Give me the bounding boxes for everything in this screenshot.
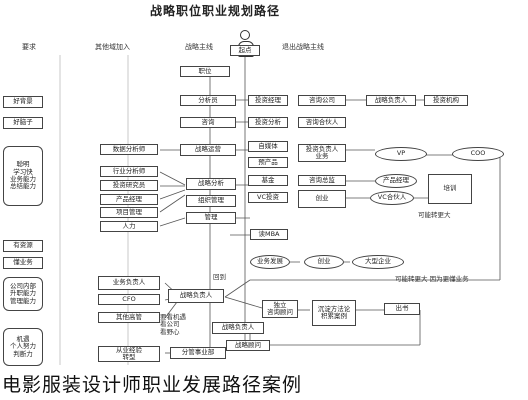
node-vp: VP [375, 147, 427, 161]
node-consult-director: 咨询总监 [298, 175, 346, 186]
req-opportunity: 机遇 个人努力 判断力 [3, 328, 43, 366]
node-vc-invest: VC投资 [248, 192, 288, 203]
column-header-strategy-main: 战略主线 [185, 43, 213, 51]
node-intern: 职位 [180, 66, 230, 77]
entry-biz-lead: 业务负责人 [98, 276, 160, 290]
node-strategy-consult: 战略顾问 [226, 340, 270, 351]
node-big-company: 大型企业 [352, 255, 404, 269]
node-indep-consult: 独立 咨询顾问 [262, 300, 298, 318]
node-consultant: 咨询 [180, 117, 236, 128]
node-consult-firm: 咨询公司 [298, 95, 346, 106]
node-self-media: 自媒体 [248, 141, 288, 152]
req-good-brain: 好脑子 [3, 117, 43, 129]
node-strategy-ops: 战略运营 [180, 144, 236, 156]
start-box: 起点 [230, 45, 260, 56]
node-startup: 创业 [304, 255, 344, 269]
entry-product-manager: 产品经理 [100, 194, 158, 205]
node-org-mgmt: 组织管理 [186, 195, 236, 207]
entry-cfo: CFO [98, 294, 160, 305]
node-head-invest: 投资负责人 业务 [298, 144, 346, 162]
node-consult-partner: 咨询合伙人 [298, 117, 346, 128]
req-resources: 有资源 [3, 240, 43, 252]
req-promotion: 公司内部 升职能力 管理能力 [3, 277, 43, 311]
node-strategy-owner: 战略负责人 [168, 289, 224, 303]
entry-industry-analyst: 行业分析师 [100, 166, 158, 177]
node-invest-mgr: 投资经理 [248, 95, 288, 106]
node-biz-dev: 业务发展 [250, 255, 290, 269]
node-pre-product: 预产品 [248, 157, 288, 168]
column-header-requirements: 要求 [22, 43, 36, 51]
node-strategy-big: 投资机构 [424, 95, 468, 106]
image-caption: 电影服装设计师职业发展路径案例 [2, 374, 303, 396]
label-opportunity-note: 要看机遇 看公司 看野心 [160, 313, 186, 336]
node-strategy-lead-l: 战略负责人 [212, 322, 264, 334]
node-fund: 基金 [248, 175, 288, 186]
node-book: 出书 [384, 303, 420, 315]
entry-data-analyst: 数据分析师 [100, 144, 158, 155]
node-strategy-lead-r: 战略负责人 [366, 95, 416, 106]
entry-invest-researcher: 投资研究员 [100, 180, 158, 191]
diagram-title: 战略职位职业规划路径 [150, 4, 281, 18]
node-mgmt-case: 沉淀方法论 积累案例 [312, 300, 356, 326]
node-analyst: 分析员 [180, 95, 236, 106]
node-mba: 读MBA [250, 229, 288, 240]
label-may-switch-business: 可能转更大 因为更懂业务 [395, 275, 469, 283]
req-good-background: 好背景 [3, 96, 43, 108]
label-return: 回到 [213, 273, 226, 281]
entry-hr: 人力 [100, 221, 158, 232]
entry-project-mgmt: 项目管理 [100, 207, 158, 218]
node-vc-partner: VC合伙人 [370, 191, 414, 205]
node-coo: COO [452, 147, 504, 161]
node-train: 培训 [428, 174, 472, 204]
entry-other-exec: 其他高管 [98, 312, 160, 323]
label-may-switch-bigger: 可能转更大 [418, 211, 451, 219]
node-startup-founder: 创业 [298, 190, 346, 208]
node-invest-analyst: 投资分析 [248, 117, 288, 128]
node-strategy-analysis: 战略分析 [186, 178, 236, 190]
node-biz-unit-lead: 分管事业部 [170, 347, 226, 359]
req-smart: 聪明 学习快 业务能力 总结能力 [3, 146, 43, 206]
column-header-exit-main: 退出战略主线 [282, 43, 324, 51]
node-product-mgr: 产品经理 [375, 174, 417, 188]
entry-experience-transition: 从业经验 转型 [98, 346, 160, 362]
node-mgmt: 管理 [186, 212, 236, 224]
column-header-other-entry: 其他域加入 [95, 43, 130, 51]
req-knows-business: 懂业务 [3, 257, 43, 269]
